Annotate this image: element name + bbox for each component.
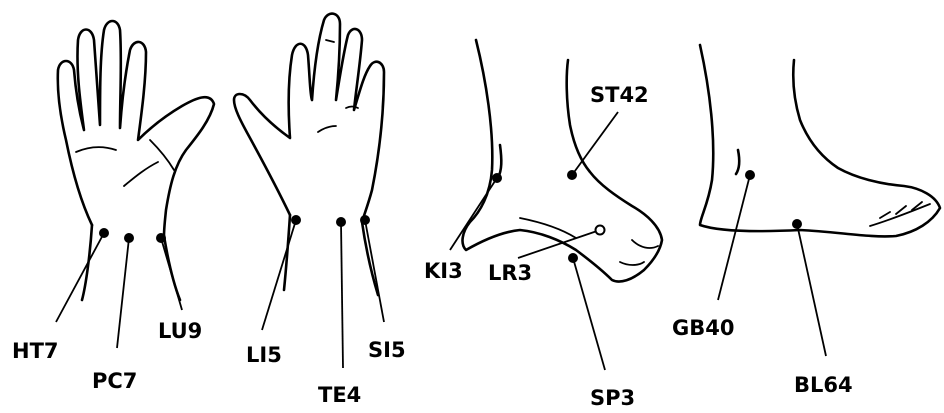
left-wrist-line-ulnar	[82, 225, 92, 300]
point-bl64-marker	[792, 219, 802, 229]
label-st42: ST42	[590, 83, 649, 107]
leader-sp3	[573, 258, 605, 370]
point-si5-marker	[360, 215, 370, 225]
point-sp3-marker	[568, 253, 578, 263]
left-hand-crease-1	[76, 147, 116, 152]
point-gb40-marker	[745, 170, 755, 180]
right-wrist-line-radial	[284, 215, 290, 290]
label-ki3: KI3	[424, 259, 463, 283]
medial-foot-outline	[463, 40, 662, 282]
point-lr3-marker	[596, 226, 605, 235]
medial-foot-toenail	[620, 262, 644, 265]
medial-foot-malleolus	[498, 145, 501, 178]
label-gb40: GB40	[672, 316, 734, 340]
left-hand-crease-2	[124, 162, 158, 186]
left-wrist-line-radial	[164, 236, 180, 300]
point-st42-marker	[567, 170, 577, 180]
right-hand-illustration	[234, 14, 384, 295]
point-ki3-marker	[492, 173, 502, 183]
medial-foot-illustration	[463, 40, 662, 282]
leader-li5	[262, 220, 296, 330]
lateral-foot-illustration	[700, 45, 940, 236]
lateral-foot-malleolus	[736, 150, 739, 174]
leader-st42	[572, 112, 618, 175]
leader-pc7	[117, 238, 129, 348]
left-hand-crease-3	[150, 140, 174, 170]
point-lu9-marker	[156, 233, 166, 243]
label-li5: LI5	[246, 343, 282, 367]
right-wrist-line-ulnar	[362, 222, 378, 295]
label-pc7: PC7	[92, 369, 137, 393]
point-te4-marker	[336, 217, 346, 227]
leader-bl64	[797, 224, 826, 356]
leader-si5	[365, 220, 384, 322]
lateral-foot-toes	[870, 204, 930, 226]
right-hand-knuckle-1	[318, 126, 336, 132]
point-li5-marker	[291, 215, 301, 225]
label-sp3: SP3	[590, 386, 635, 408]
point-ht7-marker	[99, 228, 109, 238]
leader-lu9	[161, 238, 182, 310]
label-bl64: BL64	[794, 373, 853, 397]
leader-ht7	[56, 233, 104, 322]
leader-lr3	[518, 230, 600, 258]
left-hand-outline	[58, 21, 214, 236]
leader-gb40	[718, 175, 750, 300]
label-te4: TE4	[318, 383, 361, 407]
medial-foot-toes	[632, 240, 658, 248]
label-lu9: LU9	[158, 319, 202, 343]
point-pc7-marker	[124, 233, 134, 243]
right-hand-outline	[234, 14, 384, 222]
label-si5: SI5	[368, 338, 406, 362]
label-lr3: LR3	[488, 261, 532, 285]
left-hand-illustration	[58, 21, 214, 300]
right-hand-knuckle-2	[346, 107, 358, 109]
label-ht7: HT7	[12, 339, 59, 363]
right-hand-nail-1	[326, 40, 334, 42]
leader-te4	[341, 222, 343, 368]
